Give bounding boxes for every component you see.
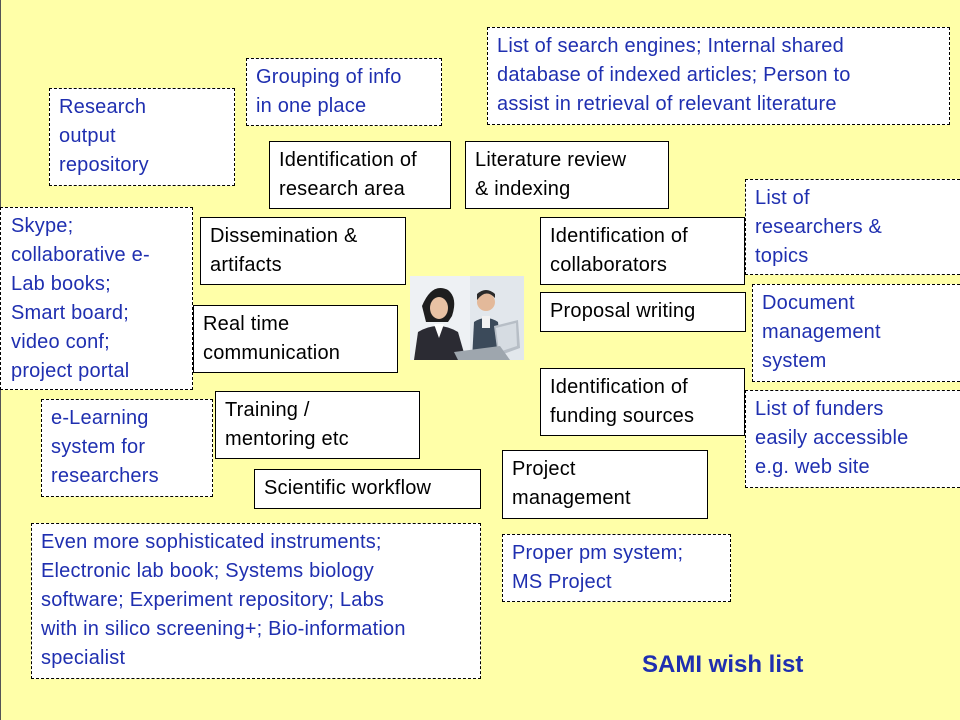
wish-collaboration-tools: Skype; collaborative e- Lab books; Smart… xyxy=(0,207,193,390)
wish-pm-system: Proper pm system; MS Project xyxy=(502,534,731,602)
activity-identification-funding: Identification of funding sources xyxy=(540,368,745,436)
wish-research-repository: Research output repository xyxy=(49,88,235,186)
wish-search-engines: List of search engines; Internal shared … xyxy=(487,27,950,125)
slide-title: SAMI wish list xyxy=(642,651,804,678)
wish-document-management: Document management system xyxy=(752,284,960,382)
researchers-photo xyxy=(410,276,524,360)
activity-project-management: Project management xyxy=(502,450,708,519)
activity-training: Training / mentoring etc xyxy=(215,391,420,459)
activity-dissemination: Dissemination & artifacts xyxy=(200,217,406,285)
activity-identification-research-area: Identification of research area xyxy=(269,141,451,209)
researchers-illustration xyxy=(410,276,524,360)
wish-instruments: Even more sophisticated instruments; Ele… xyxy=(31,523,481,679)
activity-proposal-writing: Proposal writing xyxy=(540,292,746,332)
activity-scientific-workflow: Scientific workflow xyxy=(254,469,481,509)
activity-literature-review: Literature review & indexing xyxy=(465,141,669,209)
wish-grouping-info: Grouping of info in one place xyxy=(246,58,442,126)
activity-identification-collaborators: Identification of collaborators xyxy=(540,217,745,285)
activity-real-time-communication: Real time communication xyxy=(193,305,398,373)
wish-elearning: e-Learning system for researchers xyxy=(41,399,213,497)
wish-funders-list: List of funders easily accessible e.g. w… xyxy=(745,390,960,488)
wish-researchers-topics: List of researchers & topics xyxy=(745,179,960,275)
